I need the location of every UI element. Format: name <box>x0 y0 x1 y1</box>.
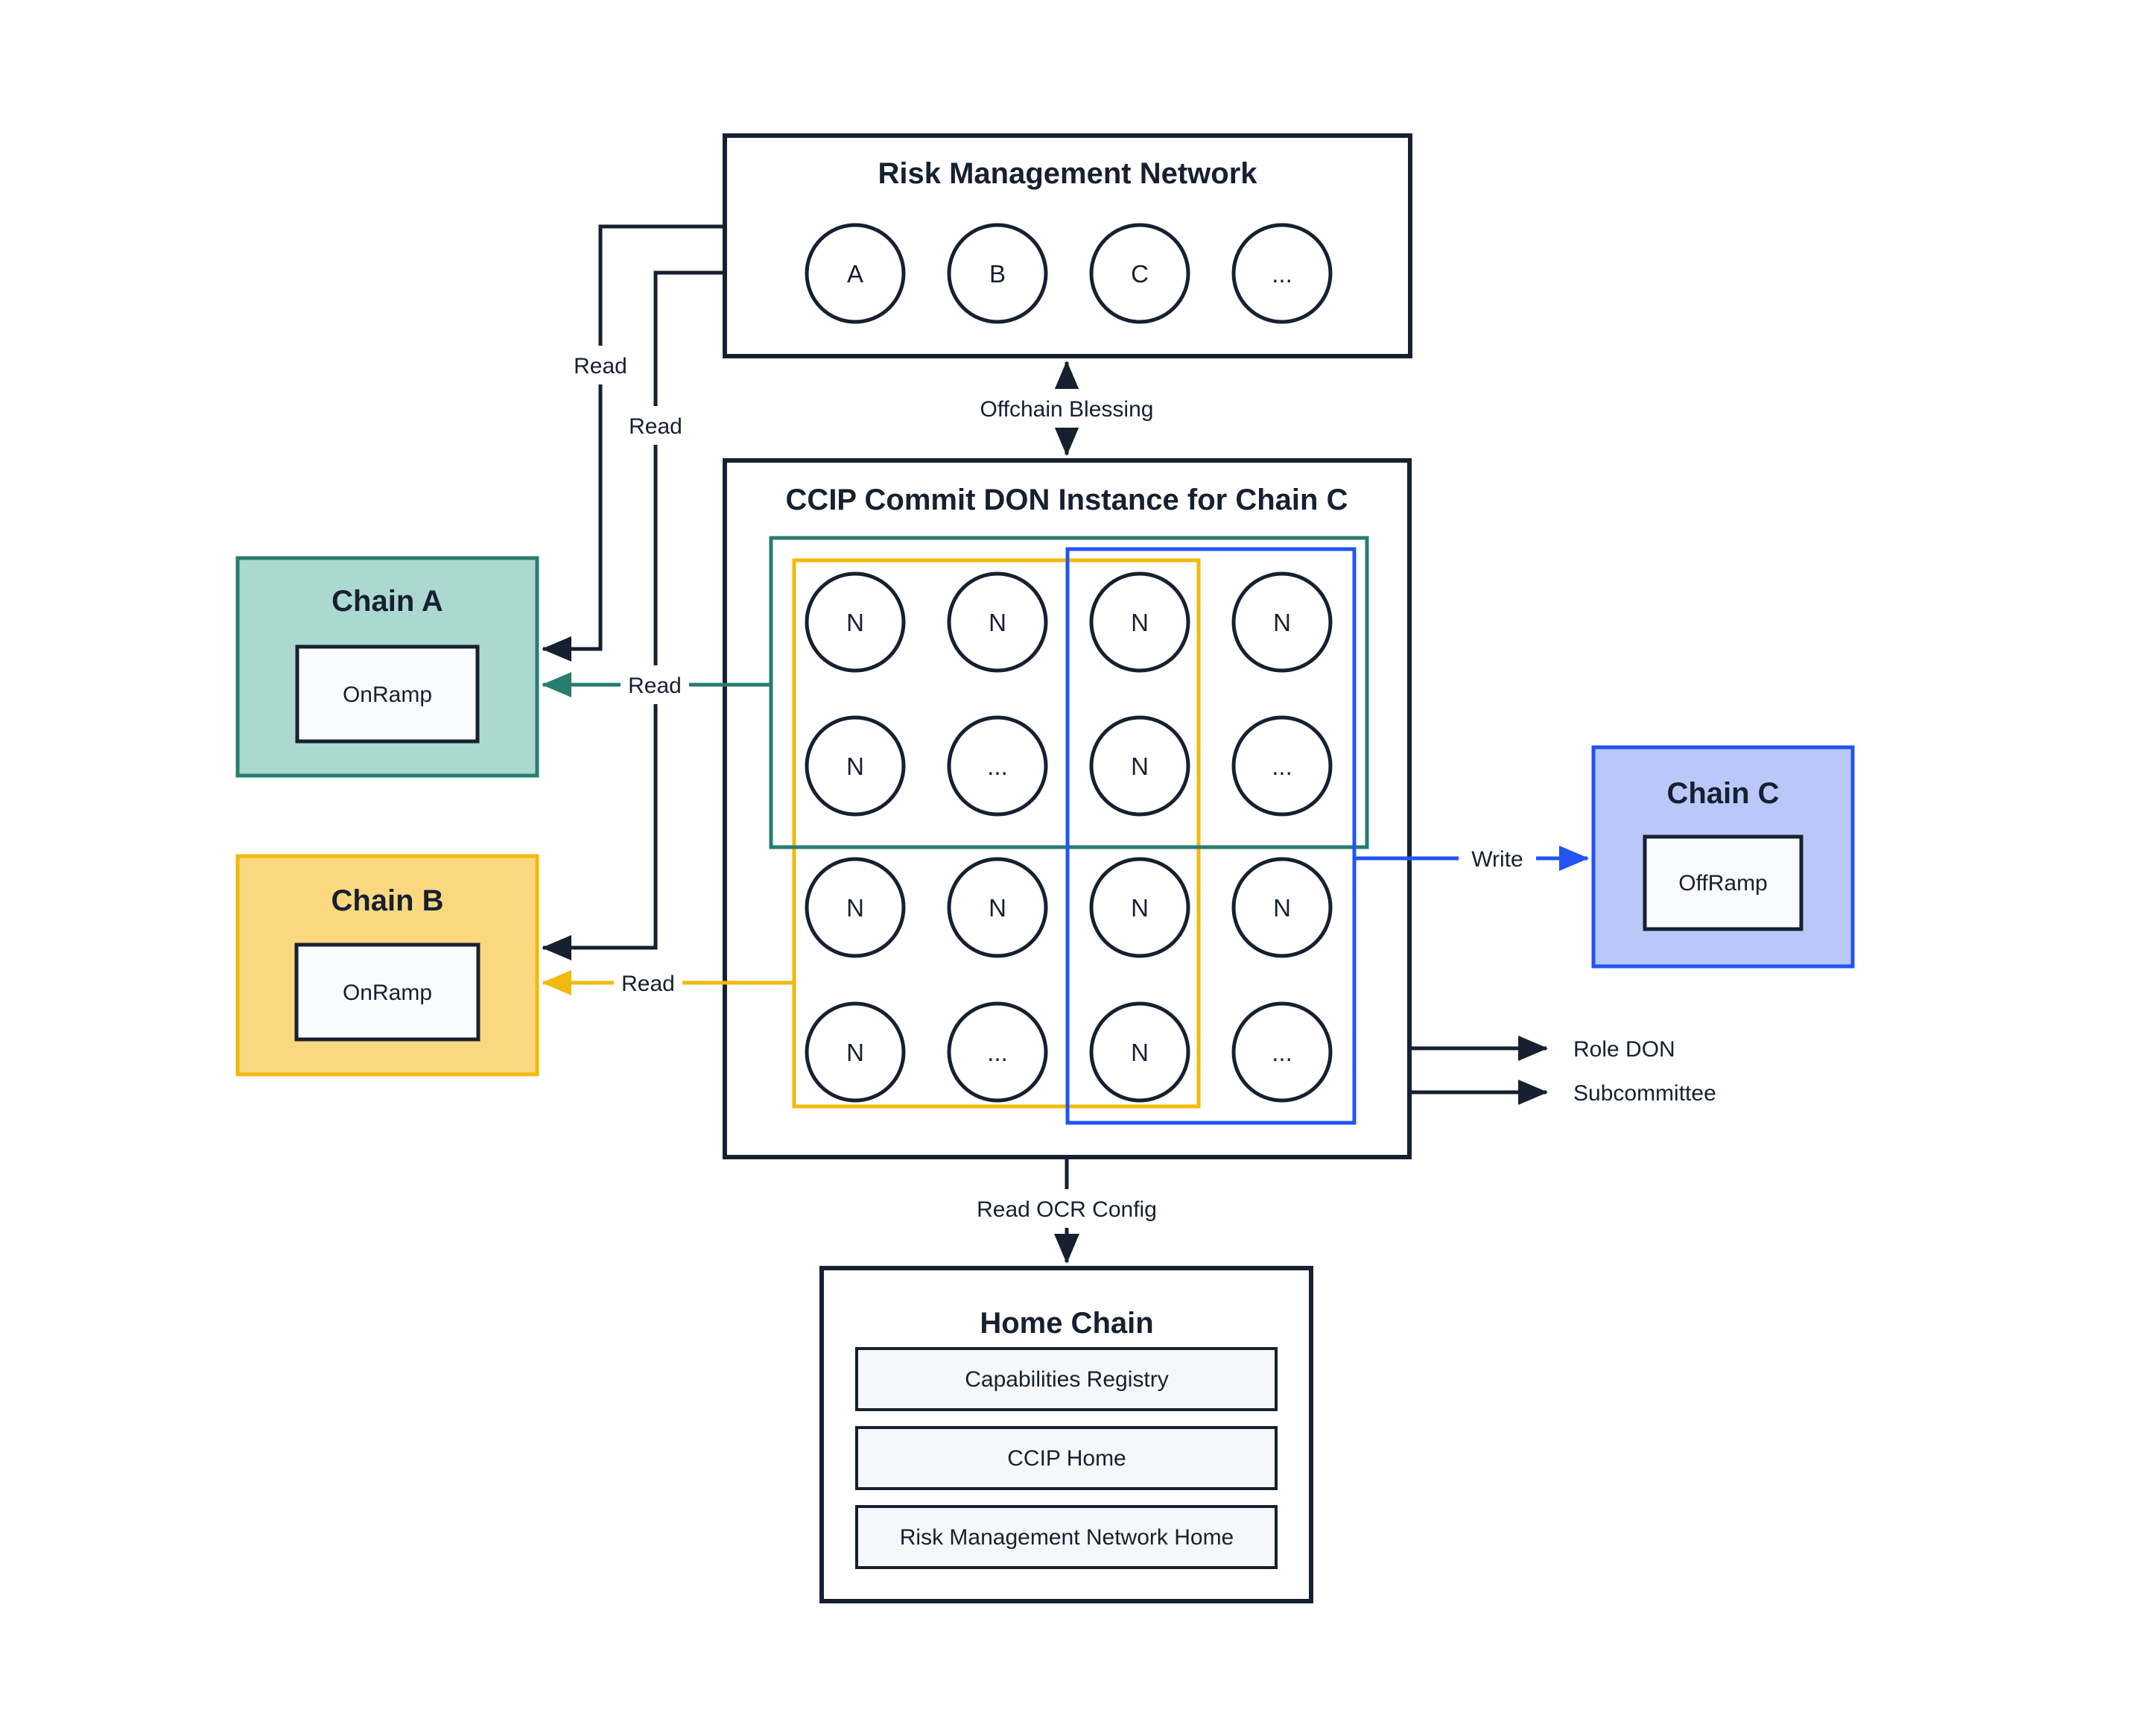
risk-management-network-box: Risk Management Network A B C ... <box>723 133 1412 358</box>
don-node-label: N <box>989 894 1006 922</box>
don-node <box>1231 715 1333 817</box>
don-node <box>1089 571 1190 673</box>
ccip-home-box <box>855 1426 1278 1490</box>
chain-a-title: Chain A <box>331 585 443 618</box>
chain-b-onramp-box <box>294 943 480 1042</box>
rmn-node-c-label: C <box>1131 260 1149 288</box>
don-node <box>947 715 1048 817</box>
don-node <box>1231 857 1333 958</box>
subcommittee-chain-c-rect <box>1065 547 1357 1125</box>
rmn-to-chain-b-line <box>542 270 725 960</box>
don-node <box>1231 571 1333 673</box>
subcommittee-chain-b-rect <box>792 558 1201 1109</box>
rmn-node-a <box>805 223 906 324</box>
don-node <box>1089 1001 1190 1103</box>
don-node <box>947 571 1048 673</box>
don-node-label: N <box>1273 894 1291 922</box>
rmn-node-b <box>947 223 1048 324</box>
rmn-node-a-label: A <box>847 260 863 288</box>
chain-b-box: Chain B OnRamp <box>235 854 539 1077</box>
ccip-node-grid: N N N N N ... N ... N N N N <box>805 571 1333 1103</box>
don-node <box>805 857 906 958</box>
don-node <box>1089 857 1190 958</box>
don-node-label: N <box>846 894 864 922</box>
chain-c-offramp-label: OffRamp <box>1678 871 1768 896</box>
don-node <box>1089 715 1190 817</box>
don-node-label: N <box>1131 894 1149 922</box>
don-node-label: N <box>989 609 1006 636</box>
don-node <box>1231 1001 1333 1103</box>
don-node-label: N <box>846 753 864 780</box>
don-node-label: N <box>1131 609 1149 636</box>
chain-b-onramp-label: OnRamp <box>343 981 432 1005</box>
don-node-label: N <box>1131 1039 1149 1066</box>
don-node-label: N <box>1273 609 1291 636</box>
write-label: Write <box>1471 847 1523 872</box>
chain-c-title: Chain C <box>1666 777 1779 810</box>
rmn-node-more <box>1231 223 1333 324</box>
chain-a-onramp-label: OnRamp <box>343 682 432 707</box>
chain-b-title: Chain B <box>331 884 443 917</box>
don-node-label: ... <box>1272 753 1292 780</box>
role-don-label: Role DON <box>1573 1037 1675 1062</box>
home-chain-title: Home Chain <box>980 1307 1153 1340</box>
capabilities-registry-label: Capabilities Registry <box>965 1367 1168 1392</box>
don-node-label: N <box>1131 753 1149 780</box>
offchain-blessing-label: Offchain Blessing <box>980 397 1154 422</box>
read-label-rmn-a: Read <box>574 354 627 378</box>
rmn-node-b-label: B <box>989 260 1006 288</box>
don-node-label: ... <box>1272 1039 1292 1066</box>
chain-c-box: Chain C OffRamp <box>1591 745 1855 969</box>
don-node-label: N <box>846 609 864 636</box>
chain-a-onramp-box <box>295 644 480 744</box>
read-ocr-config-label: Read OCR Config <box>977 1197 1157 1222</box>
rmn-to-chain-a-line <box>542 224 725 662</box>
rmn-node-c <box>1089 223 1190 324</box>
don-node-label: N <box>846 1039 864 1066</box>
rmn-home-label: Risk Management Network Home <box>900 1525 1234 1550</box>
don-node <box>805 715 906 817</box>
don-node <box>947 857 1048 958</box>
ccip-home-label: CCIP Home <box>1007 1446 1126 1471</box>
don-node-label: ... <box>987 1039 1008 1066</box>
don-node <box>805 1001 906 1103</box>
read-label-yellow: Read <box>621 972 675 996</box>
rmn-home-box <box>855 1505 1278 1569</box>
chain-a-box: Chain A OnRamp <box>235 556 539 778</box>
home-chain-box: Home Chain Capabilities Registry CCIP Ho… <box>819 1266 1313 1603</box>
ccip-commit-don-box: CCIP Commit DON Instance for Chain C N N… <box>723 458 1412 1159</box>
rmn-node-more-label: ... <box>1272 260 1292 288</box>
don-node <box>947 1001 1048 1103</box>
don-node <box>805 571 906 673</box>
ccip-title: CCIP Commit DON Instance for Chain C <box>786 484 1348 516</box>
subcommittee-label: Subcommittee <box>1573 1081 1716 1106</box>
don-node-label: ... <box>987 753 1008 780</box>
read-label-rmn-b: Read <box>629 414 682 439</box>
connector-labels: Read Read Read Read Write Offchain Bless… <box>566 346 1716 1228</box>
chain-c-offramp-box <box>1643 834 1804 931</box>
capabilities-registry-box <box>855 1347 1278 1411</box>
rmn-title: Risk Management Network <box>878 157 1257 190</box>
read-label-teal: Read <box>628 674 682 698</box>
